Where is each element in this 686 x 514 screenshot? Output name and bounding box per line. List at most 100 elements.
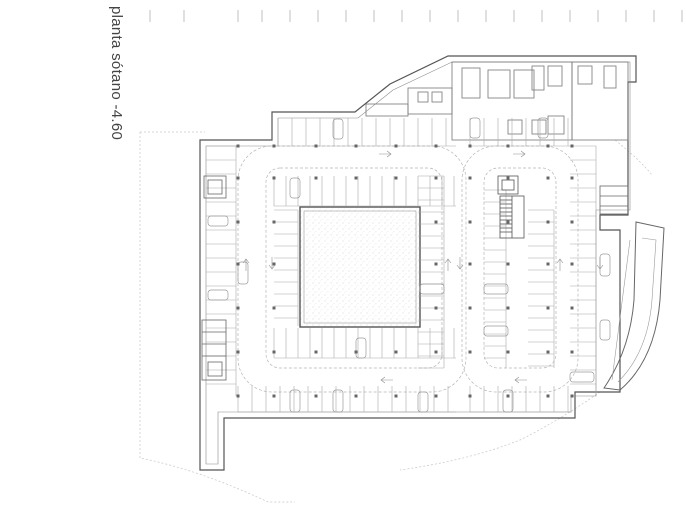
- column: [468, 144, 472, 148]
- car: [355, 337, 367, 359]
- car: [599, 319, 611, 341]
- column: [434, 176, 438, 180]
- column: [468, 394, 472, 398]
- column: [506, 144, 510, 148]
- column: [434, 220, 438, 224]
- column: [272, 176, 276, 180]
- car: [483, 283, 509, 295]
- column: [272, 144, 276, 148]
- car: [237, 261, 249, 285]
- column: [272, 350, 276, 354]
- column: [394, 350, 398, 354]
- car: [537, 117, 549, 139]
- column: [468, 262, 472, 266]
- arrow: [380, 376, 393, 384]
- arrow: [268, 257, 276, 270]
- arrow: [513, 150, 526, 158]
- arrow: [556, 258, 564, 271]
- column: [570, 394, 574, 398]
- column: [272, 220, 276, 224]
- car: [417, 391, 429, 413]
- column: [272, 262, 276, 266]
- column: [236, 144, 240, 148]
- column: [354, 350, 358, 354]
- building-inner-outline: [205, 61, 631, 465]
- car: [419, 283, 445, 295]
- stair-core-left-top: [203, 175, 227, 199]
- parked-cars: [207, 117, 611, 413]
- site-boundary: [139, 131, 653, 503]
- car: [502, 389, 514, 413]
- column: [468, 306, 472, 310]
- arrow: [596, 257, 604, 270]
- column: [314, 176, 318, 180]
- car: [332, 389, 344, 413]
- column: [314, 144, 318, 148]
- access-ramp: [603, 221, 665, 391]
- column: [236, 350, 240, 354]
- column: [506, 306, 510, 310]
- column: [506, 350, 510, 354]
- car: [469, 117, 481, 139]
- column: [236, 220, 240, 224]
- column: [468, 176, 472, 180]
- column: [506, 262, 510, 266]
- technical-rooms: [365, 61, 629, 141]
- column: [394, 176, 398, 180]
- column: [354, 144, 358, 148]
- column: [570, 220, 574, 224]
- column: [468, 220, 472, 224]
- column: [314, 350, 318, 354]
- column: [272, 394, 276, 398]
- column: [394, 144, 398, 148]
- structural-columns: [236, 144, 574, 398]
- car: [289, 389, 301, 413]
- column: [236, 262, 240, 266]
- car: [289, 177, 301, 199]
- column: [236, 394, 240, 398]
- column: [354, 176, 358, 180]
- column: [570, 306, 574, 310]
- stair-core-right: [599, 185, 629, 215]
- column: [546, 144, 550, 148]
- traffic-arrows: [242, 150, 604, 384]
- column: [506, 394, 510, 398]
- column: [434, 262, 438, 266]
- stair-core-center: [497, 175, 525, 239]
- column: [546, 220, 550, 224]
- column: [546, 262, 550, 266]
- column: [546, 176, 550, 180]
- central-courtyard: [299, 206, 421, 328]
- column: [570, 350, 574, 354]
- car: [207, 215, 229, 227]
- arrow: [444, 258, 452, 271]
- column: [236, 306, 240, 310]
- column: [468, 350, 472, 354]
- grid-axis-ticks: [149, 10, 683, 22]
- car: [483, 325, 509, 337]
- column: [570, 262, 574, 266]
- building-outline: [199, 55, 637, 471]
- arrow: [379, 150, 392, 158]
- car: [332, 118, 344, 140]
- column: [434, 144, 438, 148]
- column: [546, 394, 550, 398]
- column: [236, 176, 240, 180]
- column: [506, 220, 510, 224]
- column: [394, 394, 398, 398]
- column: [506, 176, 510, 180]
- column: [546, 306, 550, 310]
- column: [314, 394, 318, 398]
- column: [570, 176, 574, 180]
- column: [272, 306, 276, 310]
- car: [207, 289, 229, 301]
- column: [570, 144, 574, 148]
- column: [546, 350, 550, 354]
- car: [599, 253, 611, 277]
- column: [434, 350, 438, 354]
- arrow: [456, 257, 464, 270]
- column: [434, 306, 438, 310]
- arrow: [514, 376, 527, 384]
- stair-core-left-bottom: [201, 319, 227, 381]
